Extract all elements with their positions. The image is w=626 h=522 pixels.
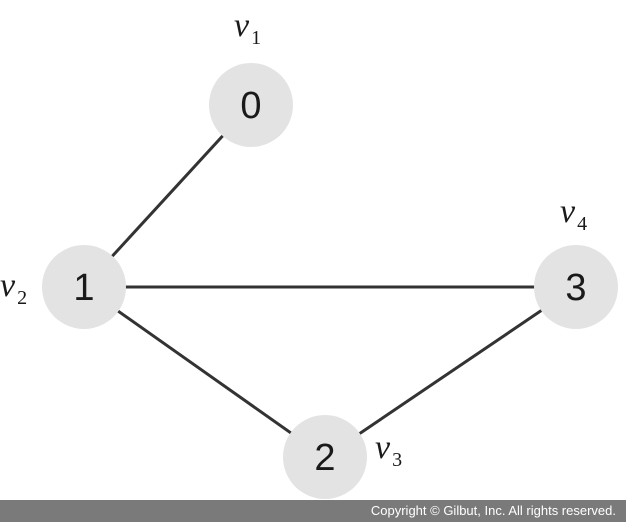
- edge-1-2: [83, 285, 326, 459]
- edge-2-3: [324, 285, 577, 459]
- node-label-0: 0: [240, 85, 261, 127]
- vertex-var-2: v: [375, 429, 391, 466]
- vertex-var-3: v: [560, 193, 576, 230]
- vertex-var-1: v: [0, 267, 16, 304]
- vertex-var-0: v: [234, 7, 250, 44]
- footer-bar: Copyright © Gilbut, Inc. All rights rese…: [0, 500, 626, 522]
- node-1: [42, 245, 126, 329]
- node-3: [534, 245, 618, 329]
- vertex-sub-1: 2: [17, 287, 27, 309]
- vertex-sub-0: 1: [251, 27, 261, 49]
- node-0: [209, 63, 293, 147]
- node-label-1: 1: [73, 267, 94, 309]
- vertex-sub-3: 4: [577, 213, 587, 235]
- node-label-3: 3: [565, 267, 586, 309]
- copyright-text: Copyright © Gilbut, Inc. All rights rese…: [370, 503, 616, 518]
- vertex-sub-2: 3: [392, 449, 402, 471]
- node-2: [283, 415, 367, 499]
- node-label-2: 2: [314, 437, 335, 479]
